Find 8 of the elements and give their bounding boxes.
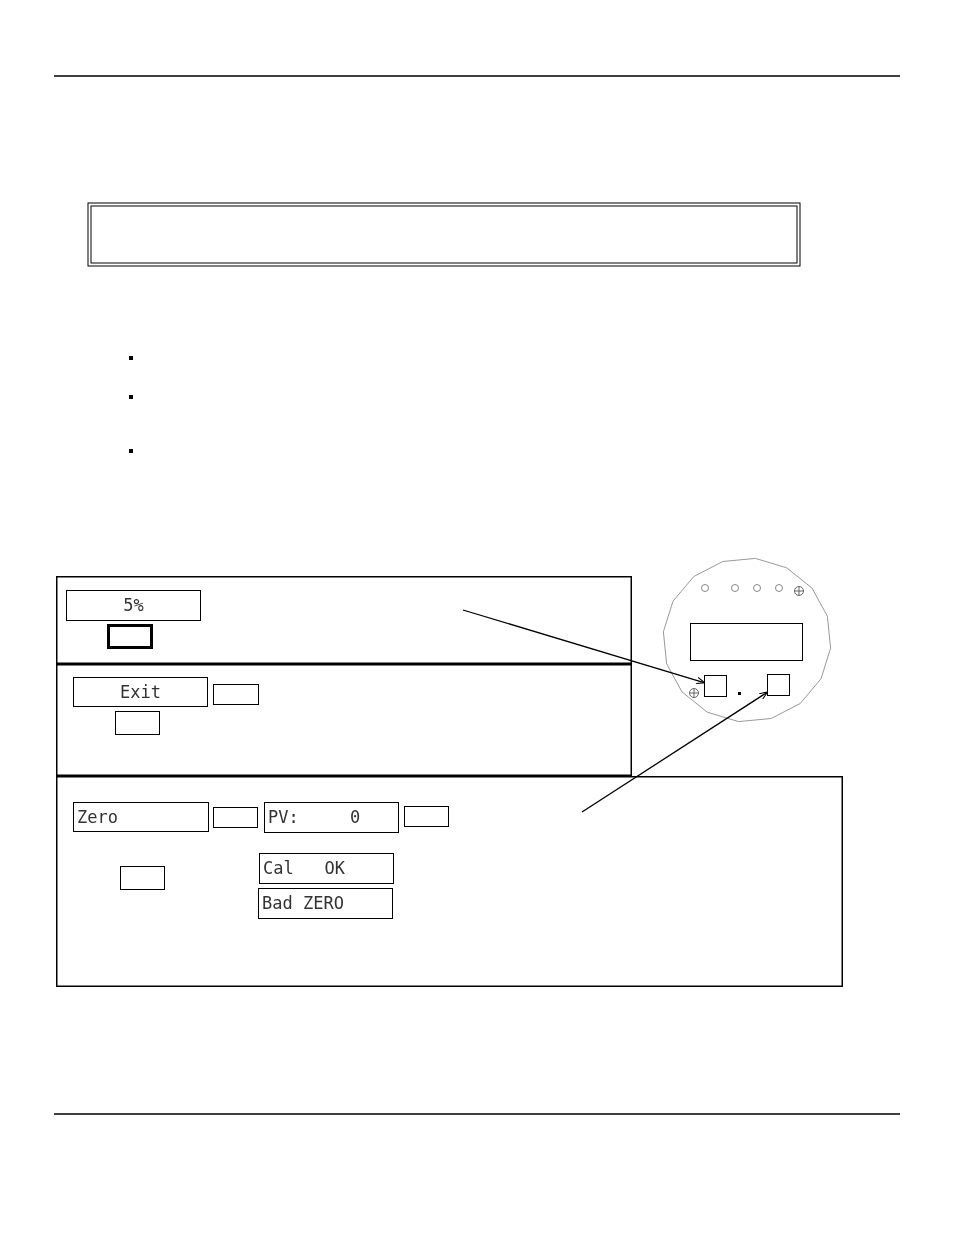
leader-arrow <box>581 691 769 813</box>
lcd-readout: Bad ZERO <box>258 888 393 919</box>
lcd-readout: PV: 0 <box>264 802 399 833</box>
leader-arrow <box>462 609 706 685</box>
lcd-readout: Zero <box>73 802 209 832</box>
lcd-readout: Exit <box>73 677 208 707</box>
lcd-readout: Cal OK <box>259 853 394 884</box>
lcd-readout: 5% <box>66 590 201 621</box>
